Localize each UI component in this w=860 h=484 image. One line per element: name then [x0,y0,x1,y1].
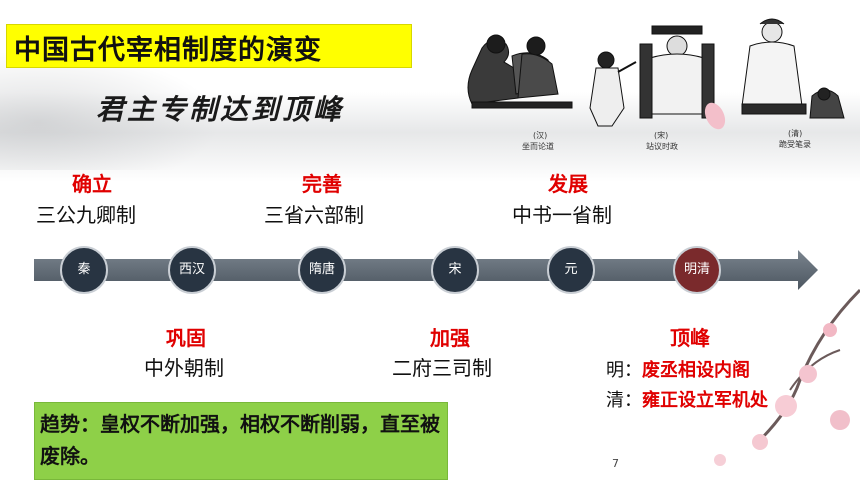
timeline-node-label-1: 西汉 [178,262,205,277]
timeline-node-label-0: 秦 [77,262,91,277]
timeline-node-2 [298,246,346,294]
qing-detail: 清：雍正设立军机处 [606,386,768,412]
song-emperor-image [639,25,715,119]
caption-qing-dynasty: (清) [788,129,803,138]
stage-system-xihan: 中外朝制 [144,356,224,380]
timeline-node-1 [168,246,216,294]
caption-song-text: 站议时政 [646,142,678,151]
song-figure-image [589,51,637,127]
stage-label-establish: 确立 [72,172,112,196]
ming-text: 废丞相设内阁 [642,360,750,381]
timeline-arrow [34,250,818,290]
timeline-node-5 [673,246,721,294]
stage-label-peak: 顶峰 [670,326,710,350]
stage-system-qin: 三公九卿制 [36,203,136,227]
slide-title: 中国古代宰相制度的演变 [14,35,322,66]
stage-label-consolidate: 巩固 [166,326,206,350]
caption-han-text: 坐而论道 [522,142,554,151]
stage-label-strengthen: 加强 [430,326,470,350]
trend-text: 趋势：皇权不断加强，相权不断削弱，直至被废除。 [40,412,440,468]
petal-decoration [704,102,726,130]
qing-figures-image [741,18,845,119]
stage-system-yuan: 中书一省制 [512,203,612,227]
ink-wash-left [0,50,220,170]
timeline-node-4 [547,246,595,294]
stage-label-develop: 发展 [548,172,588,196]
stage-system-suitang: 三省六部制 [264,203,364,227]
stage-system-song: 二府三司制 [392,356,492,380]
slide-subtitle: 君主专制达到顶峰 [96,93,345,126]
qing-text: 雍正设立军机处 [642,390,768,411]
timeline-node-0 [60,246,108,294]
timeline-node-label-5: 明清 [683,262,710,277]
ming-detail: 明：废丞相设内阁 [606,356,750,382]
timeline-node-label-4: 元 [564,262,578,277]
qing-prefix: 清： [606,390,642,411]
timeline-node-label-3: 宋 [448,262,462,277]
timeline-node-3 [431,246,479,294]
caption-han-dynasty: (汉) [533,131,548,140]
ming-prefix: 明： [606,360,642,381]
caption-qing-text: 跪受笔录 [779,140,811,149]
historical-illustration [467,18,845,127]
han-figures-image [467,34,573,109]
plum-blossom-decoration [714,288,860,466]
timeline-node-label-2: 隋唐 [308,262,335,277]
caption-song-dynasty: (宋) [654,131,669,140]
trend-box [34,402,448,480]
title-highlight-box [6,24,412,68]
stage-label-improve: 完善 [302,172,342,196]
page-number: 7 [612,457,619,470]
